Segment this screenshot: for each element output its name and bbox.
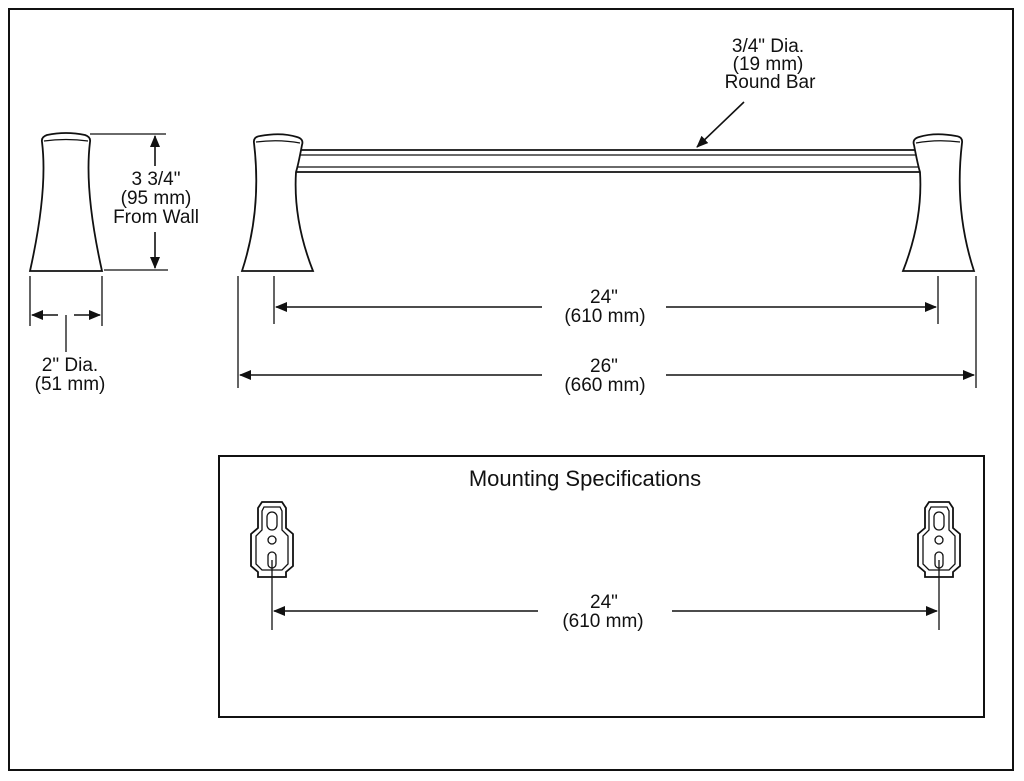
mounting-spacing-line1: 24" (590, 592, 618, 613)
projection-line3: From Wall (113, 207, 199, 228)
outer-frame (8, 8, 1014, 771)
bar-diameter-line1: 3/4" Dia. (732, 36, 804, 57)
bar-diameter-line2: (19 mm) (733, 54, 804, 75)
projection-line1: 3 3/4" (131, 169, 180, 190)
inner-length-line2: (610 mm) (564, 306, 645, 327)
overall-length-dimension: 26" (660 mm) (237, 276, 977, 396)
mounting-spacing-line2: (610 mm) (562, 611, 643, 632)
mounting-spacing-dimension: 24" (610 mm) (273, 592, 938, 632)
bar-diameter-line3: Round Bar (725, 72, 817, 93)
overall-length-line2: (660 mm) (564, 375, 645, 396)
left-mounting-bracket-icon (250, 501, 294, 630)
mounting-specifications-panel: Mounting Specifications 24" (610 mm) (218, 455, 985, 718)
inner-length-dimension: 24" (610 mm) (273, 276, 939, 327)
towel-bar-front-view (240, 133, 976, 272)
inner-length-line1: 24" (590, 287, 618, 308)
projection-line2: (95 mm) (121, 188, 192, 209)
post-diameter-line2: (51 mm) (35, 374, 106, 395)
bar-diameter-callout: 3/4" Dia. (19 mm) Round Bar (696, 36, 817, 148)
side-view-post (28, 132, 104, 272)
post-diameter-dimension: 2" Dia. (51 mm) (29, 276, 106, 395)
mounting-title: Mounting Specifications (469, 466, 701, 491)
post-diameter-line1: 2" Dia. (42, 355, 98, 376)
overall-length-line1: 26" (590, 356, 618, 377)
projection-dimension: 3 3/4" (95 mm) From Wall (90, 133, 199, 271)
right-mounting-bracket-icon (917, 501, 961, 630)
